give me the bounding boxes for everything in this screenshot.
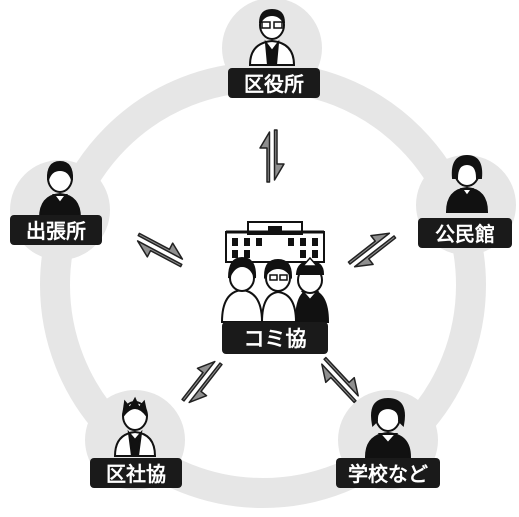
community-building-icon: [225, 221, 325, 263]
residents-group-icon: [220, 256, 330, 323]
label-center: コミ協: [222, 322, 328, 354]
label-branch-office: 出張所: [10, 215, 102, 245]
person-man-glasses-icon: [248, 8, 296, 66]
arrows-ward-office: [259, 129, 285, 183]
person-woman-short-hair-icon: [445, 154, 489, 213]
label-ward-office: 区役所: [228, 68, 320, 98]
double-arrow-icon: [136, 232, 184, 268]
double-arrow-icon: [181, 360, 223, 404]
label-ward-office-text: 区役所: [244, 72, 304, 96]
label-branch-office-text: 出張所: [26, 219, 86, 243]
label-schools: 学校など: [336, 458, 440, 488]
person-man-icon: [38, 160, 82, 219]
arrows-ward-social-council: [181, 360, 223, 404]
arrows-schools: [321, 356, 359, 404]
person-woman-curly-hair-icon: [364, 397, 412, 458]
label-community-hall: 公民館: [418, 218, 512, 248]
double-arrow-icon: [321, 356, 359, 404]
label-ward-social-council-text: 区社協: [106, 462, 166, 486]
arrows-community-hall: [347, 232, 397, 268]
label-community-hall-text: 公民館: [435, 222, 495, 246]
arrows-branch-office: [136, 232, 184, 268]
person-man-spiky-hair-icon: [113, 396, 157, 457]
label-center-text: コミ協: [244, 327, 307, 351]
double-arrow-icon: [347, 232, 397, 268]
label-ward-social-council: 区社協: [90, 458, 182, 488]
label-schools-text: 学校など: [348, 462, 428, 486]
double-arrow-icon: [259, 129, 285, 183]
